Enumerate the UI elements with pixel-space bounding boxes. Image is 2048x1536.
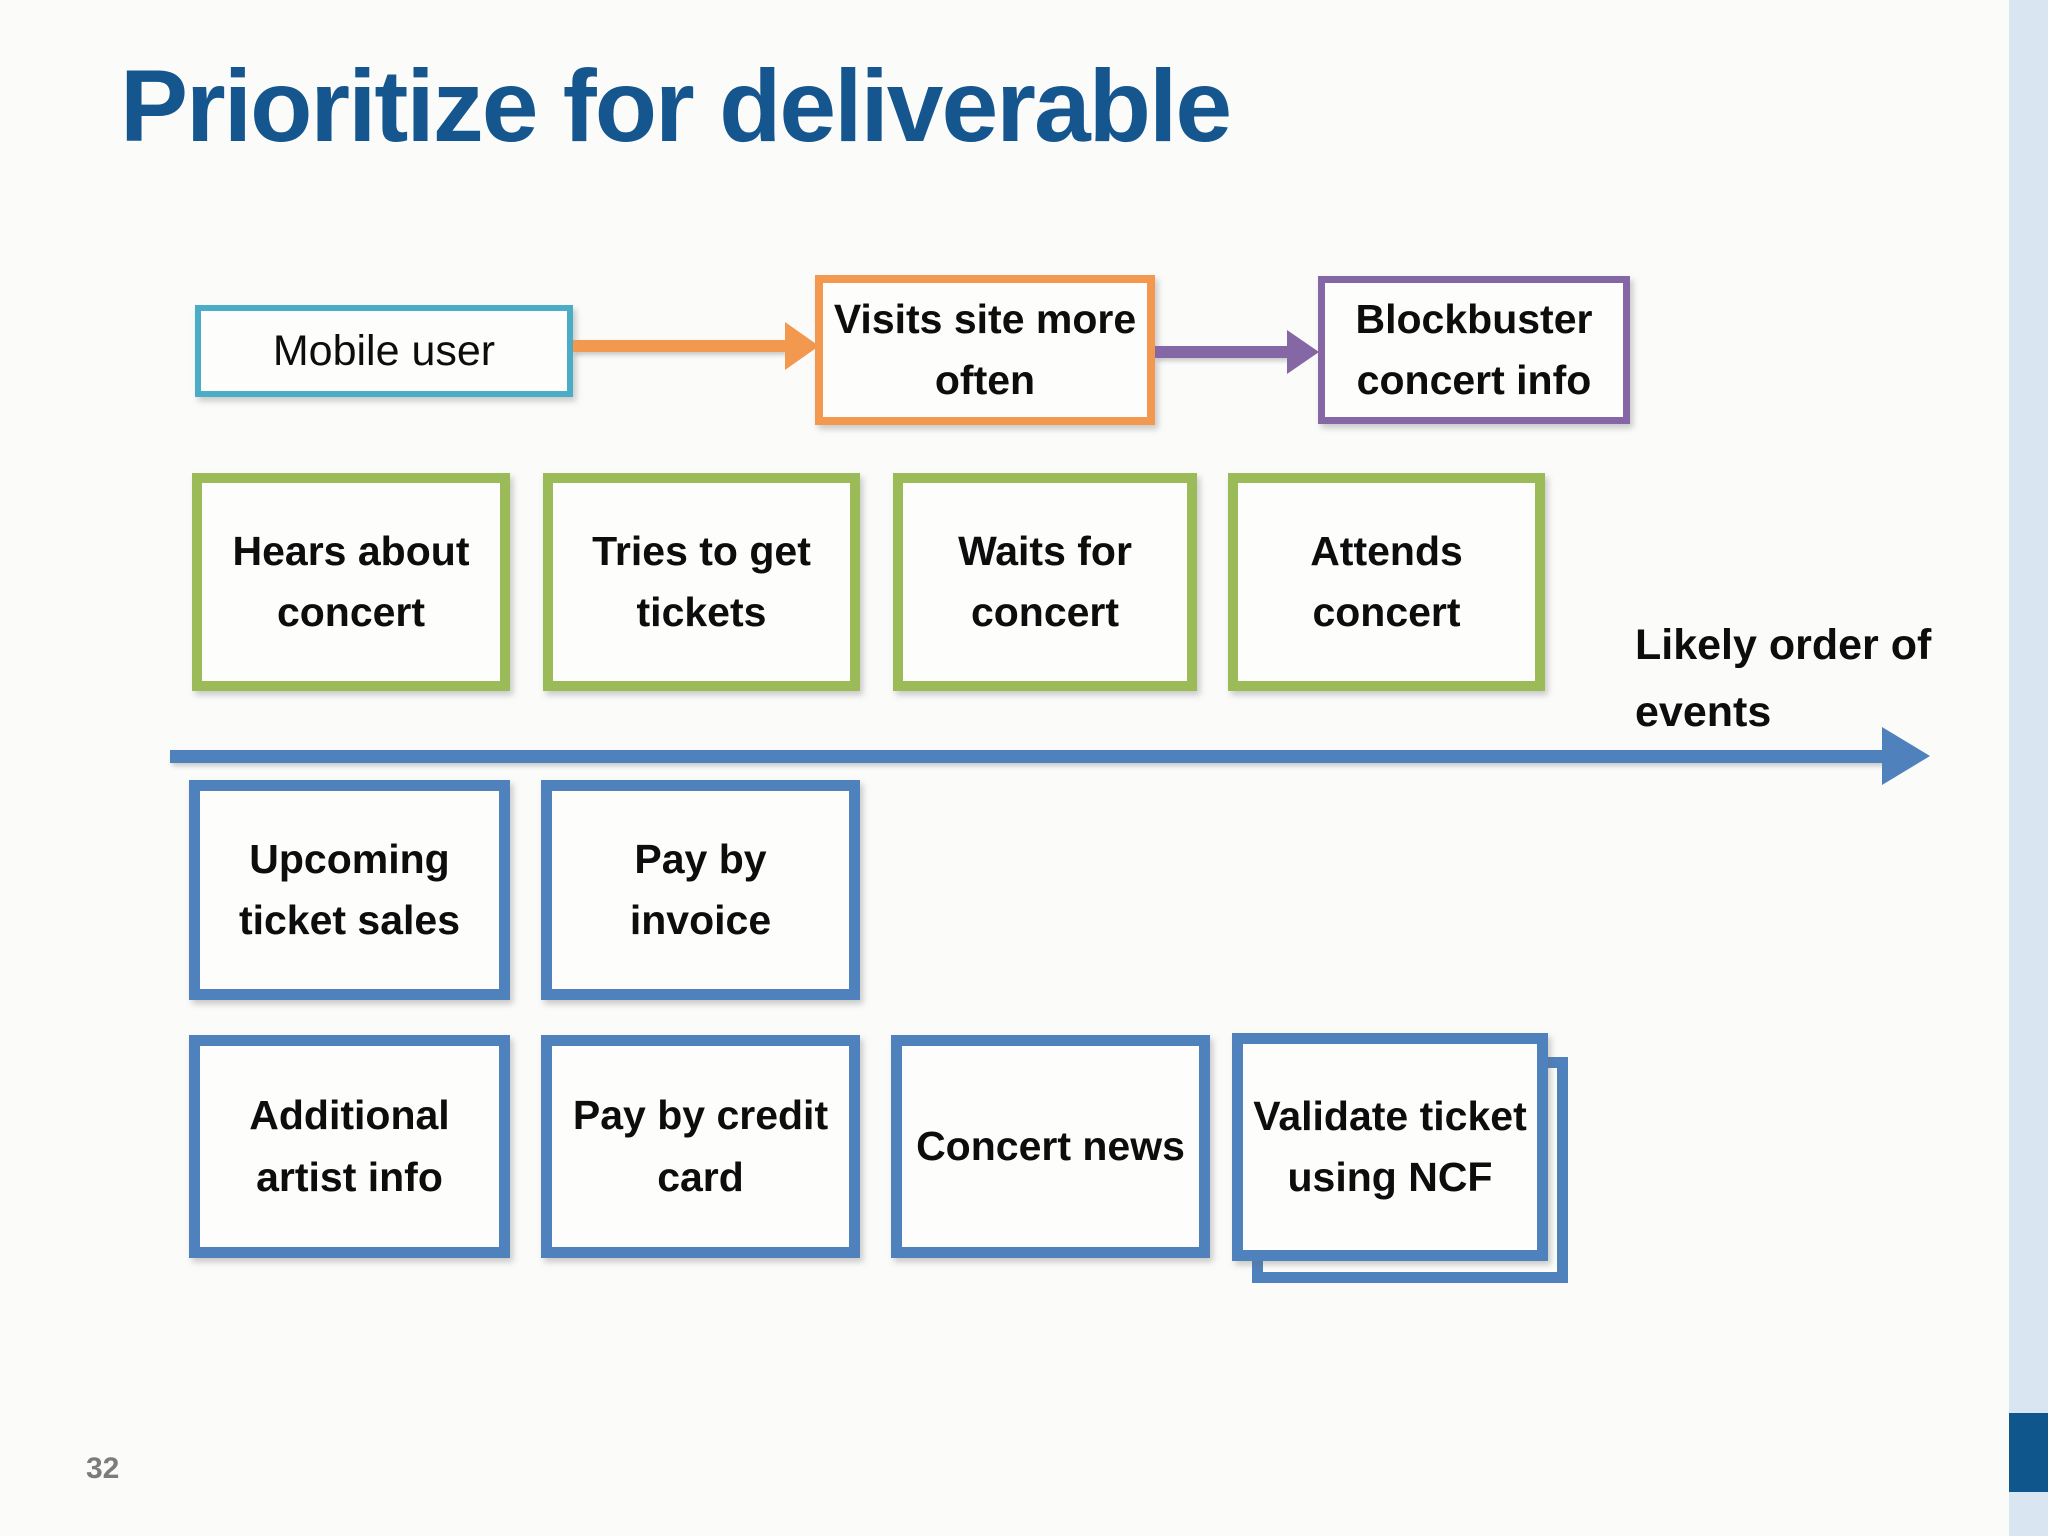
orange-arrow [573, 340, 785, 352]
timeline-arrowhead-icon [1882, 727, 1930, 785]
purple-arrowhead-icon [1287, 330, 1319, 374]
deliverable-box-concert-news: Concert news [891, 1035, 1210, 1258]
page-title: Prioritize for deliverable [120, 49, 1232, 163]
right-accent-bar [2009, 0, 2048, 1536]
timeline-label: Likely order of events [1635, 621, 1932, 736]
right-accent-block [2009, 1413, 2048, 1492]
timeline-arrow [170, 750, 1882, 763]
page-number: 32 [86, 1452, 120, 1485]
deliverable-box-pay-by-invoice: Pay by invoice [541, 780, 860, 1000]
event-box-hears-about-concert: Hears about concert [192, 473, 510, 691]
orange-arrowhead-icon [785, 322, 819, 370]
purple-arrow [1155, 346, 1287, 358]
event-box-waits-for-concert: Waits for concert [893, 473, 1197, 691]
deliverable-box-validate-ticket-ncf: Validate ticket using NCF [1232, 1033, 1548, 1261]
deliverable-box-additional-artist-info: Additional artist info [189, 1035, 510, 1258]
mobile-user-box: Mobile user [195, 305, 573, 397]
event-box-attends-concert: Attends concert [1228, 473, 1545, 691]
deliverable-box-pay-by-credit-card: Pay by credit card [541, 1035, 860, 1258]
event-box-tries-to-get-tickets: Tries to get tickets [543, 473, 860, 691]
deliverable-box-upcoming-ticket-sales: Upcoming ticket sales [189, 780, 510, 1000]
blockbuster-concert-info-box: Blockbuster concert info [1318, 276, 1630, 424]
visits-site-box: Visits site more often [815, 275, 1155, 425]
